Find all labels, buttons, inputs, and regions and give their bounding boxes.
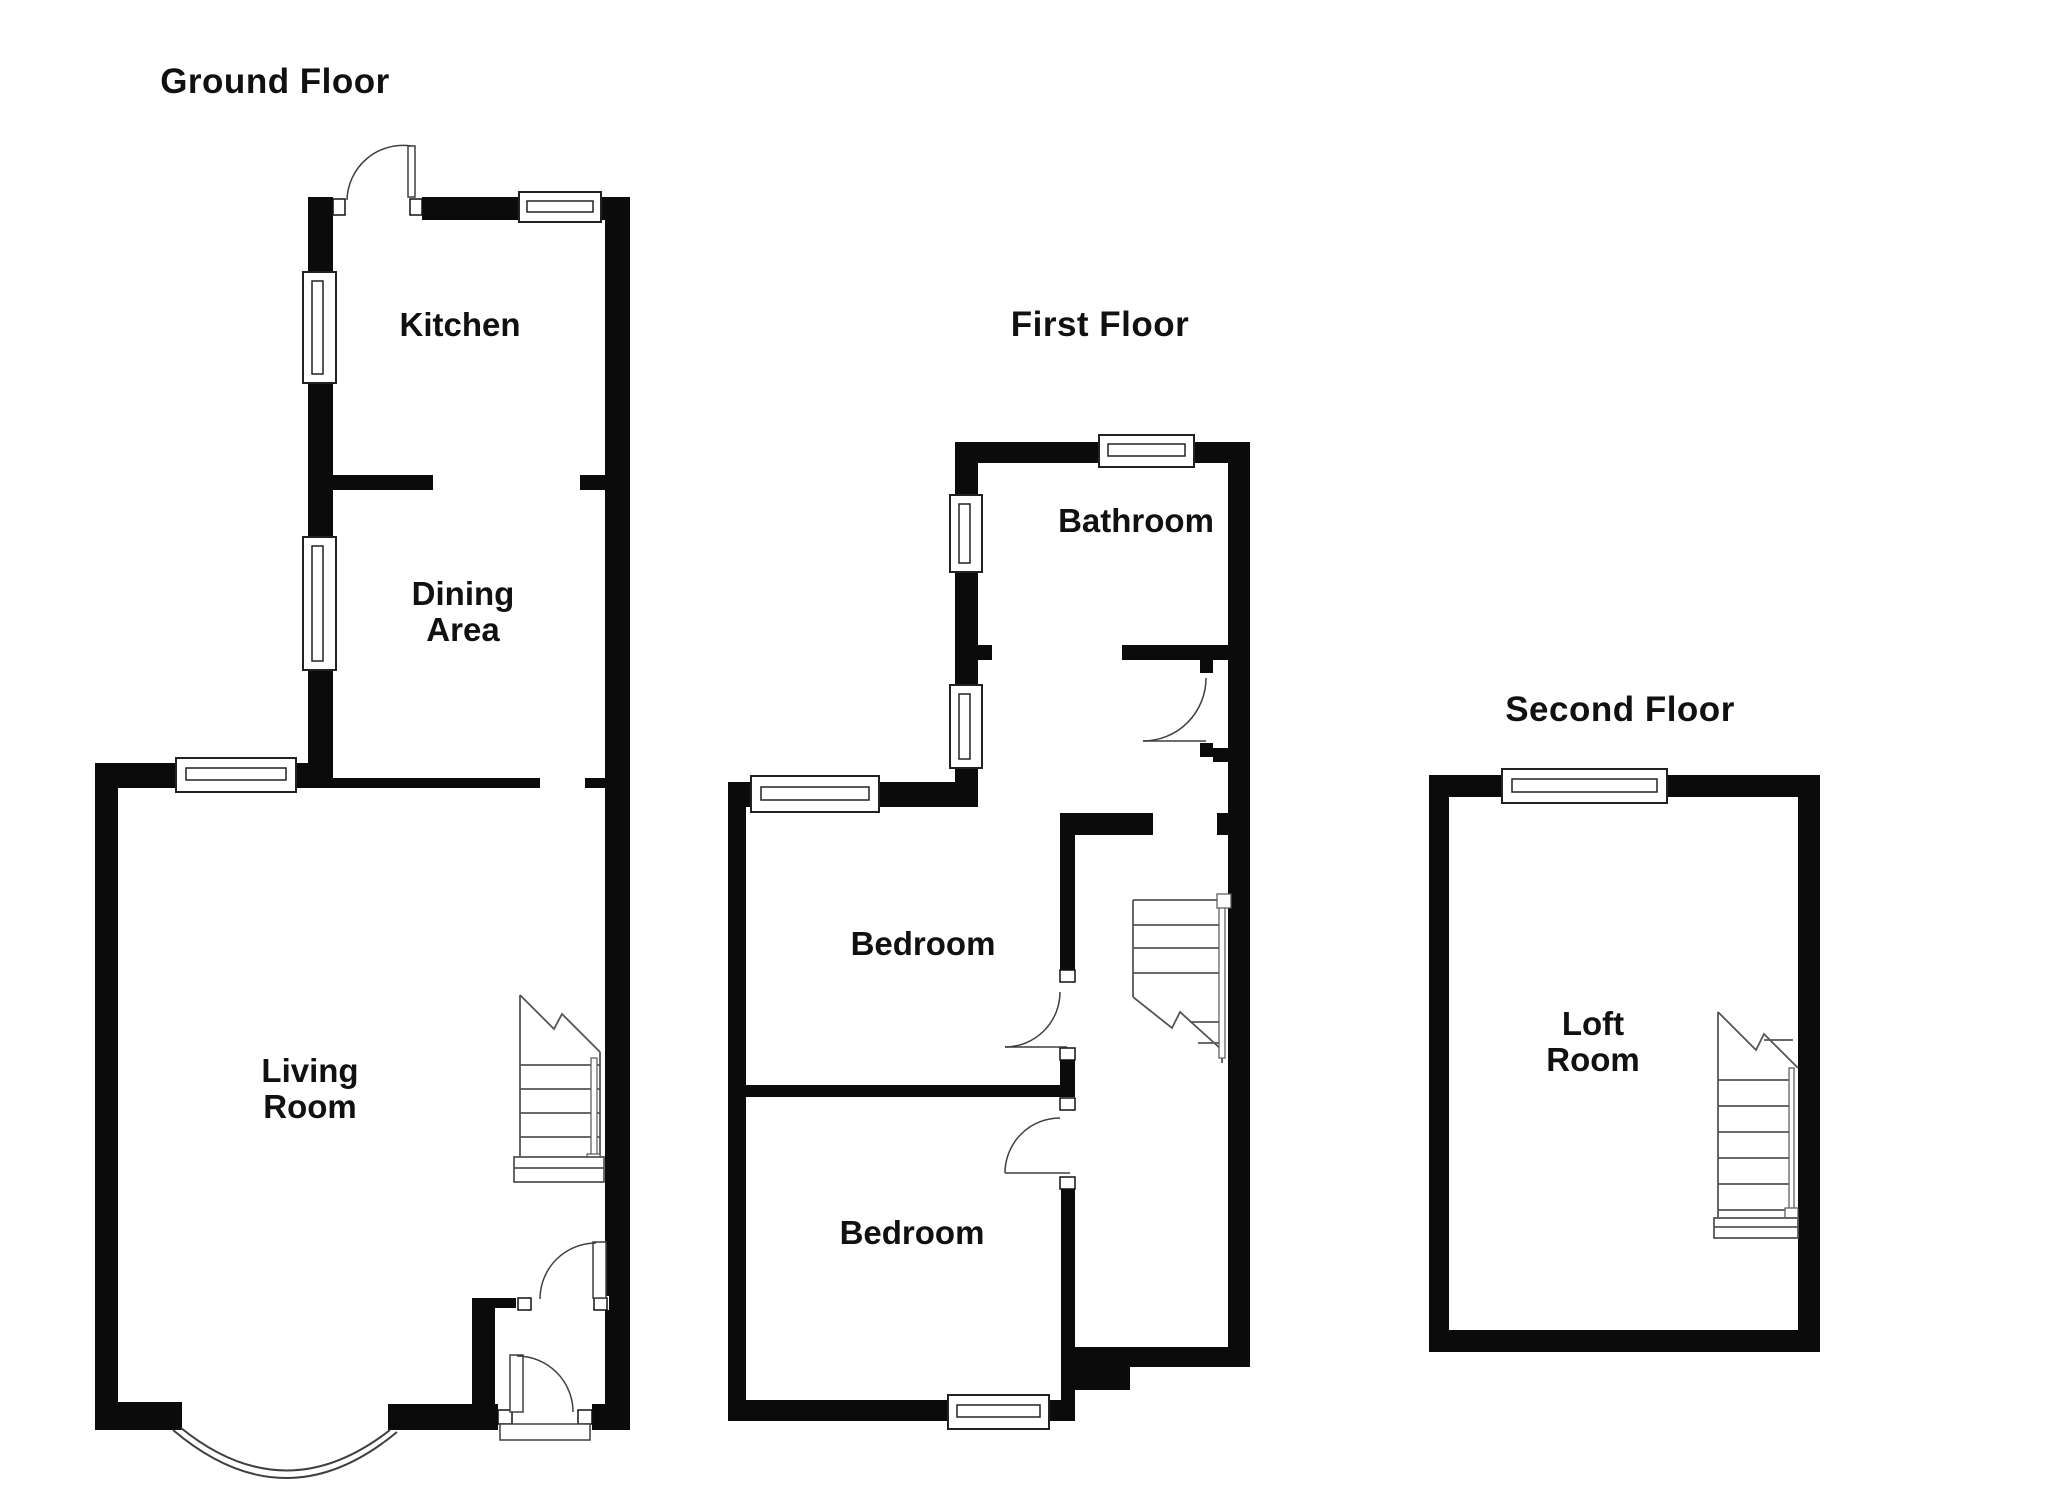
ground-floor-walls xyxy=(95,197,630,1430)
room-label-line: Room xyxy=(263,1088,357,1125)
bedroom2-door xyxy=(1004,1097,1076,1190)
floor-title-second: Second Floor xyxy=(1505,690,1735,729)
bay-window xyxy=(172,1427,398,1479)
kitchen-side-window xyxy=(302,271,337,384)
room-label-bathroom: Bathroom xyxy=(1058,502,1214,539)
living-room-window xyxy=(175,757,297,793)
floor-title-first: First Floor xyxy=(1010,305,1190,344)
room-label-line: Loft xyxy=(1561,1005,1625,1042)
first-floor-staircase xyxy=(1132,893,1232,1063)
bathroom-top-window xyxy=(1098,434,1195,468)
room-label-living-room: Living Room xyxy=(261,1053,358,1125)
first-floor-plan xyxy=(728,434,1250,1430)
door-threshold xyxy=(499,1423,591,1441)
floor-title-ground: Ground Floor xyxy=(160,62,390,101)
front-door xyxy=(497,1354,593,1441)
room-label-dining-area: Dining Area xyxy=(412,576,515,648)
landing-window-upper xyxy=(949,494,983,573)
room-label-line: Area xyxy=(426,611,500,648)
hall-door xyxy=(516,1241,609,1311)
dining-window xyxy=(302,536,337,671)
loft-window xyxy=(1501,768,1668,804)
bedroom1-window xyxy=(750,775,880,813)
room-label-kitchen: Kitchen xyxy=(399,306,521,343)
ground-floor-plan xyxy=(95,144,630,1479)
kitchen-door xyxy=(332,144,423,216)
kitchen-top-window xyxy=(518,191,602,223)
bathroom-door xyxy=(1142,677,1207,742)
room-label-bedroom-2: Bedroom xyxy=(839,1214,985,1251)
loft-staircase xyxy=(1713,1011,1799,1239)
room-label-line: Dining xyxy=(411,575,515,612)
bedroom1-door xyxy=(1004,969,1076,1061)
room-label-bedroom-1: Bedroom xyxy=(850,925,996,962)
room-label-line: Room xyxy=(1546,1041,1640,1078)
ground-floor-staircase xyxy=(513,994,605,1183)
bedroom2-window xyxy=(947,1394,1050,1430)
room-label-line: Living xyxy=(261,1052,359,1089)
room-label-loft-room: Loft Room xyxy=(1546,1006,1640,1078)
landing-window-lower xyxy=(949,684,983,769)
second-floor-plan xyxy=(1429,768,1820,1352)
